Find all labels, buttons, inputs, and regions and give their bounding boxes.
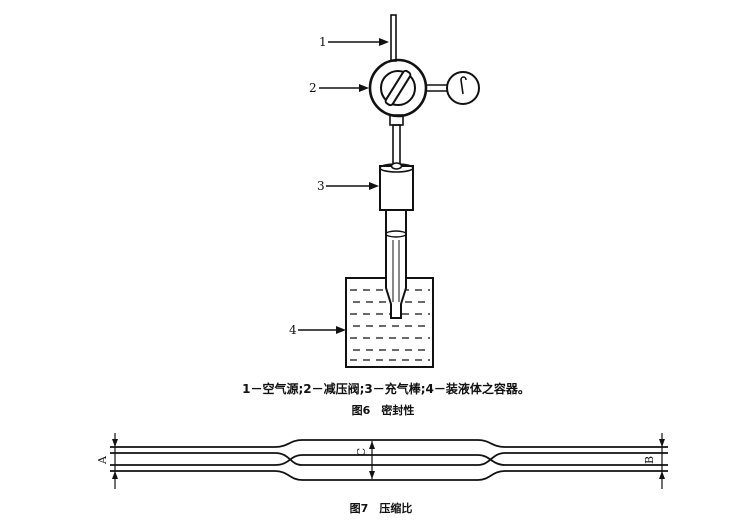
figure6-caption: 图6 密封性 (352, 403, 415, 417)
needle-tube-ring (385, 230, 407, 238)
tube-outer-top-wall (110, 439, 668, 448)
figure6-legend: 1－空气源;2－减压阀;3－充气棒;4－装液体之容器。 (242, 381, 530, 396)
callout-label-2: 2 (309, 81, 317, 95)
callout-arrow-2-head (359, 84, 369, 92)
pressure-gauge (446, 71, 480, 105)
dimension-b-arrow-top (659, 439, 665, 447)
valve-outer-ring (368, 58, 428, 118)
callout-label-3: 3 (317, 179, 325, 193)
dimension-a-arrow-bottom (112, 471, 118, 479)
callout-label-1: 1 (319, 35, 327, 49)
inflation-rod-inlet (390, 162, 403, 170)
callout-arrow-1-head (379, 38, 389, 46)
dimension-b-arrow-bottom (659, 471, 665, 479)
valve-handle-bar (384, 69, 412, 107)
figure7-caption: 图7 压缩比 (350, 501, 413, 515)
dimension-c-arrow-top (369, 441, 375, 449)
dimension-b-label: B (643, 456, 656, 464)
callout-arrow-4-head (336, 326, 346, 334)
figure6-apparatus: 1 2 3 4 (242, 14, 530, 417)
air-source-pipe (390, 14, 397, 62)
callout-label-4: 4 (289, 323, 297, 337)
compressed-tube-profile (110, 439, 668, 481)
dimension-c-label: C (355, 448, 368, 456)
tube-inner-bottom-wall (110, 454, 668, 466)
gauge-needle-icon (460, 76, 467, 95)
dimension-a-label: A (96, 455, 109, 465)
inflation-needle-tube (385, 209, 407, 319)
figure7-compression: A C B 图7 压缩比 (96, 433, 668, 515)
dimension-a-arrow-top (112, 439, 118, 447)
valve-inner-ring (380, 70, 416, 106)
tube-outer-bottom-wall (110, 470, 668, 481)
dimension-c-arrow-bottom (369, 471, 375, 479)
tube-inner-top-wall (110, 452, 668, 466)
connecting-pipe (392, 124, 401, 167)
callout-arrow-3-head (369, 182, 379, 190)
